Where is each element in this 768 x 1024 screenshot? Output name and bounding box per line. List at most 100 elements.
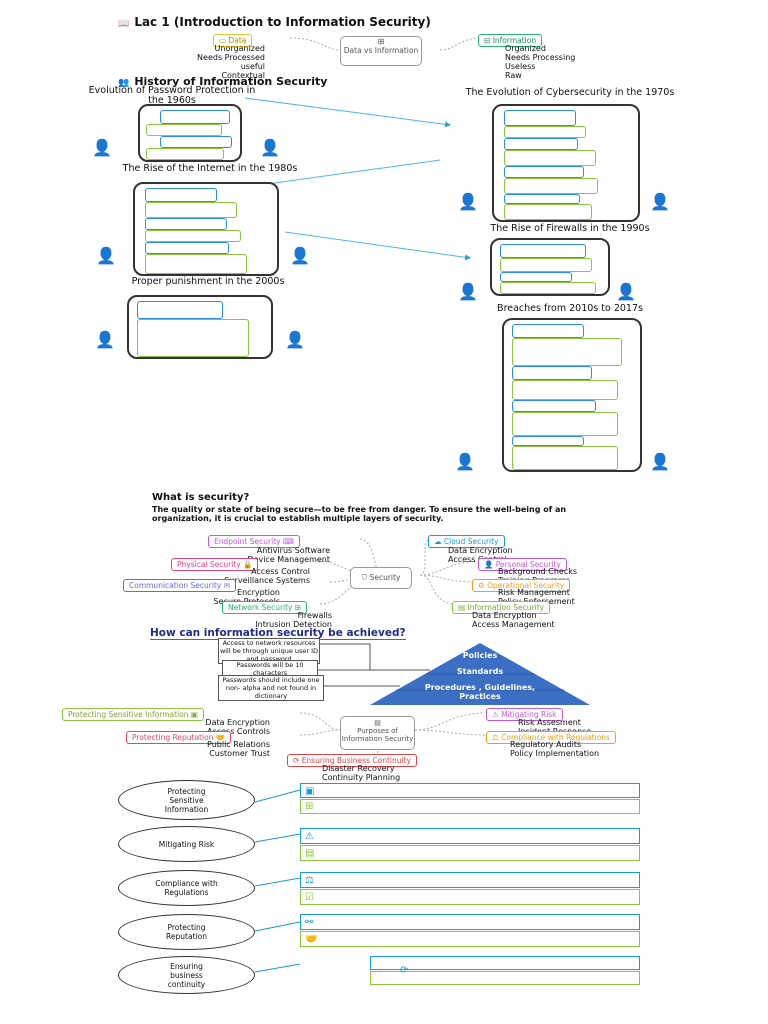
chat-bubble bbox=[512, 436, 584, 446]
cloud-icon: ☁ bbox=[434, 537, 442, 546]
detail-connectors bbox=[254, 789, 301, 973]
book-icon: 📖 bbox=[118, 19, 130, 29]
protecting-reputation-tag: Protecting Reputation 🤝 bbox=[126, 731, 232, 744]
chat-bubble bbox=[500, 244, 586, 258]
history-1980s-title: The Rise of the Internet in the 1980s bbox=[122, 163, 298, 174]
history-header: 👥 History of Information Security bbox=[118, 70, 327, 89]
chat-bubble bbox=[145, 242, 229, 254]
pyramid-layer-policies: Policies bbox=[462, 651, 498, 660]
message-icon: ✉ bbox=[223, 581, 230, 590]
lock-icon: 🔒 bbox=[243, 560, 253, 569]
document-icon: ▤ bbox=[374, 719, 381, 727]
chat-bubble bbox=[500, 272, 572, 282]
chat-bubble bbox=[512, 338, 622, 366]
data-tag-icon: ▭ bbox=[219, 36, 227, 45]
phone-1980s bbox=[133, 182, 279, 276]
detail-box-bottom bbox=[300, 931, 640, 947]
person-icon: 👤 bbox=[95, 330, 115, 349]
person-icon: 👤 bbox=[290, 246, 310, 265]
detail-oval-compliance: Compliance with Regulations bbox=[118, 870, 255, 906]
person-icon: 👤 bbox=[92, 138, 112, 157]
handshake-icon: 🤝 bbox=[305, 934, 318, 945]
data-tag: ▭ Data bbox=[213, 34, 253, 47]
information-item: Useless bbox=[505, 62, 536, 71]
chat-bubble bbox=[512, 412, 618, 436]
detail-box-top bbox=[300, 783, 640, 798]
detail-oval-protecting-sensitive-information: Protecting Sensitive Information bbox=[118, 780, 255, 820]
detail-oval-business-continuity: Ensuring business continuity bbox=[118, 956, 255, 994]
data-item: Needs Processed bbox=[197, 53, 265, 62]
timeline-arrows bbox=[244, 97, 471, 261]
person-icon: 👤 bbox=[458, 192, 478, 211]
detail-box-bottom bbox=[370, 971, 640, 985]
chat-bubble bbox=[145, 188, 217, 202]
folder-icon: ▣ bbox=[190, 710, 198, 719]
page-header: 📖 Lac 1 (Introduction to Information Sec… bbox=[118, 11, 431, 30]
person-badge-icon: 👤 bbox=[484, 560, 494, 569]
broken-link-icon: ⚯ bbox=[305, 917, 314, 928]
data-item: Contextual bbox=[221, 71, 265, 80]
chat-bubble bbox=[145, 230, 241, 242]
handshake-icon: 🤝 bbox=[215, 733, 226, 742]
person-icon: 👤 bbox=[616, 282, 636, 301]
folder-icon: ▣ bbox=[305, 786, 315, 797]
chat-bubble bbox=[512, 400, 596, 412]
note-connector bbox=[300, 643, 371, 671]
data-item: Unorganized bbox=[214, 44, 265, 53]
chat-bubble bbox=[512, 324, 584, 338]
chat-bubble bbox=[504, 178, 598, 194]
information-tag-icon: ⊟ bbox=[484, 36, 491, 45]
ensuring-business-continuity-tag: ⟳ Ensuring Business Continuity bbox=[287, 754, 417, 767]
detail-box-bottom bbox=[300, 845, 640, 861]
phone-1990s bbox=[490, 238, 610, 296]
information-tag: ⊟ Information bbox=[478, 34, 543, 47]
history-1990s-title: The Rise of Firewalls in the 1990s bbox=[490, 223, 650, 234]
chat-bubble bbox=[504, 194, 580, 204]
operational-security-tag: ⚙ Operational Security bbox=[472, 579, 571, 592]
data-vs-information-hub: ⊞ Data vs Information bbox=[340, 36, 422, 66]
phone-2010s bbox=[502, 318, 642, 472]
protecting-sensitive-information-tag: Protecting Sensitive Information ▣ bbox=[62, 708, 204, 721]
detail-box-bottom bbox=[300, 799, 640, 814]
shield-icon: ⛉ bbox=[361, 573, 368, 582]
cloud-security-tag: ☁ Cloud Security bbox=[428, 535, 505, 548]
person-icon: 👤 bbox=[650, 452, 670, 471]
history-heading: History of Information Security bbox=[134, 75, 328, 88]
information-item: Raw bbox=[505, 71, 522, 80]
compliance-with-regulations-tag: ⚖ Compliance with Regulations bbox=[486, 731, 616, 744]
detail-oval-mitigating-risk: Mitigating Risk bbox=[118, 826, 255, 862]
chat-bubble bbox=[504, 138, 578, 150]
warning-icon: ⚠ bbox=[492, 710, 499, 719]
information-items: Organized Needs Processing Useless Raw bbox=[505, 44, 575, 80]
chat-bubble bbox=[504, 110, 576, 126]
laptop-icon: ⌨ bbox=[282, 537, 294, 546]
chat-bubble bbox=[160, 136, 232, 148]
chat-bubble bbox=[500, 258, 592, 272]
chat-bubble bbox=[500, 282, 596, 294]
document-icon: ▤ bbox=[458, 603, 466, 612]
chat-bubble bbox=[137, 319, 249, 357]
chat-bubble bbox=[504, 204, 592, 220]
pyramid-note: Passwords should include one non- alpha … bbox=[218, 675, 324, 701]
physical-security-tag: Physical Security 🔒 bbox=[171, 558, 259, 571]
history-1960s-title: Evolution of Password Protection in the … bbox=[88, 85, 256, 106]
purposes-hub: ▤ Purposes of Information Security bbox=[340, 716, 415, 750]
chat-bubble bbox=[504, 126, 586, 138]
chat-bubble bbox=[145, 202, 237, 218]
document-icon: ▤ bbox=[305, 848, 315, 859]
data-item: useful bbox=[240, 62, 265, 71]
network-icon: ⊞ bbox=[294, 603, 302, 612]
history-1970s-title: The Evolution of Cybersecurity in the 19… bbox=[465, 87, 675, 98]
chat-bubble bbox=[504, 150, 596, 166]
detail-box-top bbox=[300, 828, 640, 844]
chat-bubble bbox=[145, 218, 227, 230]
detail-oval-protecting-reputation: Protecting Reputation bbox=[118, 914, 255, 950]
chat-bubble bbox=[504, 166, 584, 178]
chat-bubble bbox=[512, 446, 618, 470]
